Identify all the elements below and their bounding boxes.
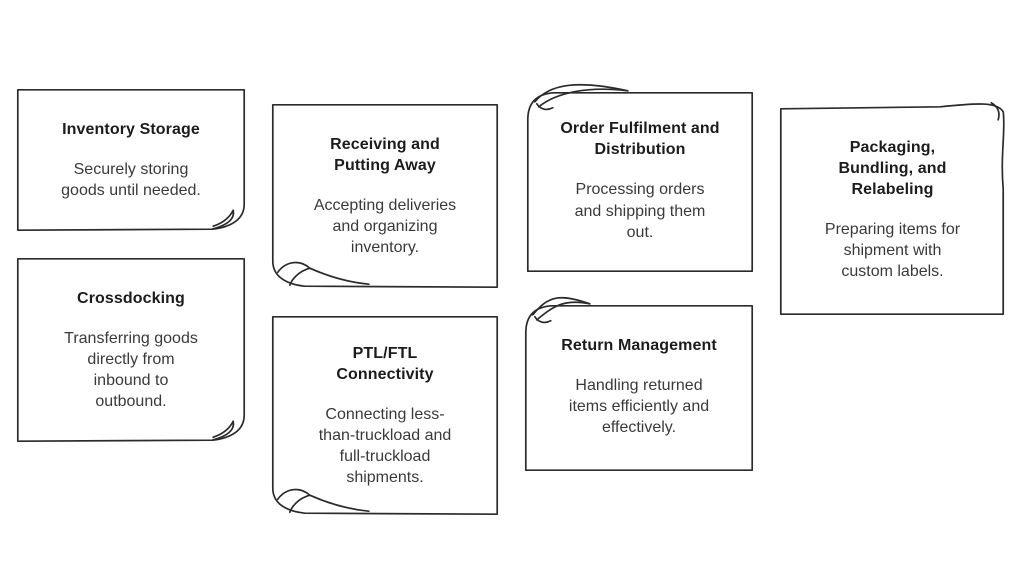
note-content: Order Fulfilment and Distribution Proces… [527, 89, 753, 272]
card-body: Processing orders and shipping them out. [574, 181, 706, 241]
note-card-inventory-storage: Inventory Storage Securely storing goods… [16, 88, 246, 232]
card-body: Preparing items for shipment with custom… [824, 221, 961, 281]
card-body: Transferring goods directly from inbound… [64, 329, 198, 411]
note-card-receiving-putting-away: Receiving and Putting Away Accepting del… [271, 103, 499, 289]
card-title: Receiving and Putting Away [330, 135, 440, 174]
note-content: Packaging, Bundling, and Relabeling Prep… [780, 104, 1005, 315]
note-content: Crossdocking Transferring goods directly… [17, 258, 245, 442]
note-card-return-management: Return Management Handling returned item… [524, 296, 754, 472]
note-content: PTL/FTL Connectivity Connecting less- th… [272, 316, 498, 515]
note-card-order-fulfilment-distribution: Order Fulfilment and Distribution Proces… [526, 83, 754, 273]
note-card-ptl-ftl-connectivity: PTL/FTL Connectivity Connecting less- th… [271, 315, 499, 516]
card-body: Connecting less- than-truckload and full… [318, 405, 452, 487]
card-title: Order Fulfilment and Distribution [560, 120, 720, 159]
card-title: Return Management [561, 336, 717, 354]
card-body: Accepting deliveries and organizing inve… [313, 196, 457, 257]
card-title: Packaging, Bundling, and Relabeling [838, 138, 947, 198]
card-title: Inventory Storage [62, 120, 200, 138]
card-body: Handling returned items efficiently and … [568, 376, 710, 437]
card-body: Securely storing goods until needed. [61, 160, 201, 200]
card-title: PTL/FTL Connectivity [336, 344, 434, 383]
card-title: Crossdocking [77, 289, 185, 307]
note-content: Return Management Handling returned item… [525, 302, 753, 471]
note-content: Inventory Storage Securely storing goods… [17, 89, 245, 231]
note-card-packaging-bundling-relabeling: Packaging, Bundling, and Relabeling Prep… [779, 101, 1005, 316]
note-content: Receiving and Putting Away Accepting del… [272, 104, 498, 288]
note-card-crossdocking: Crossdocking Transferring goods directly… [16, 257, 246, 443]
